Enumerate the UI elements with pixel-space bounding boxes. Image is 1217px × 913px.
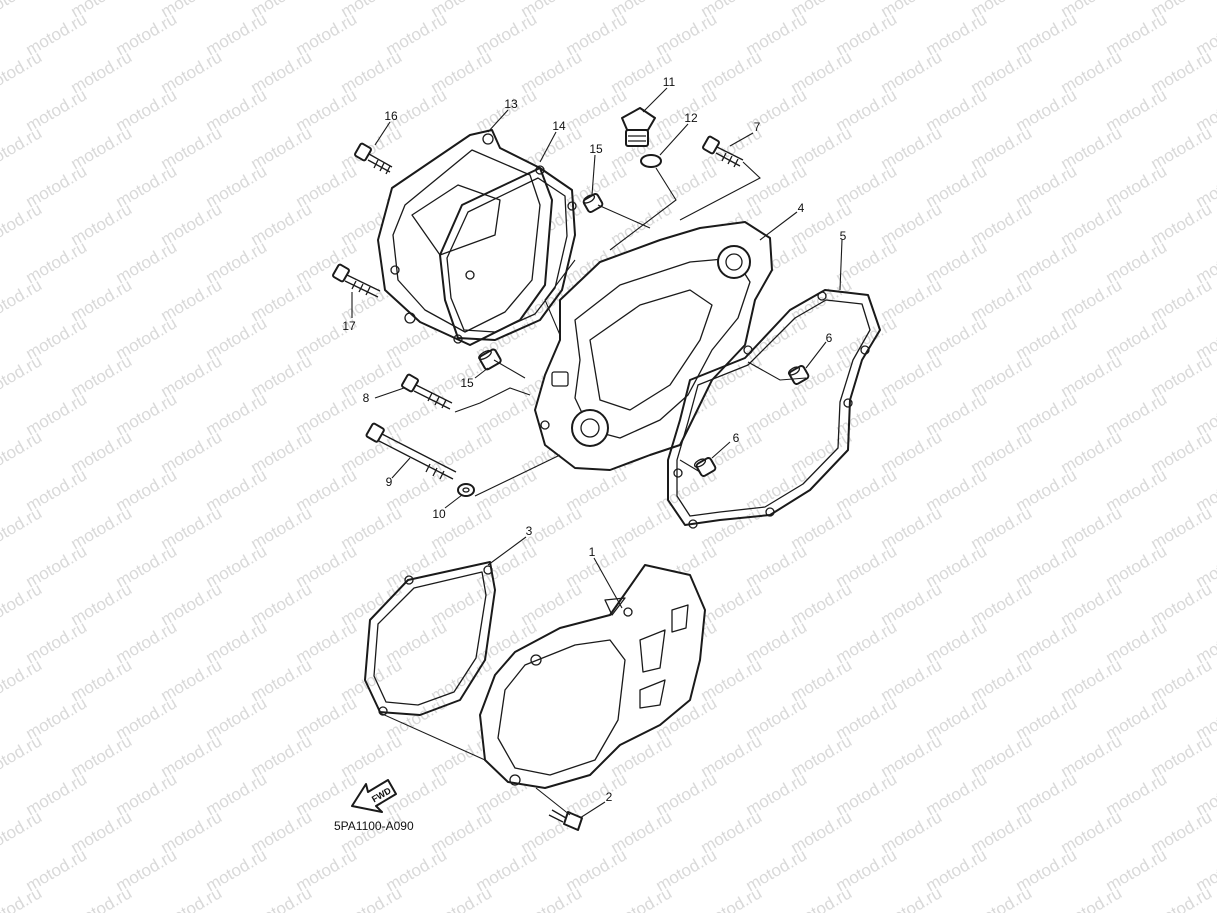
callout-5: 5 bbox=[840, 229, 847, 243]
part-1-ignition-cover bbox=[479, 564, 706, 789]
callout-10: 10 bbox=[432, 507, 446, 521]
callout-leaders bbox=[351, 87, 843, 819]
callout-15-upper: 15 bbox=[589, 142, 603, 156]
watermark-text: motod.ru bbox=[248, 883, 316, 913]
part-16-bolt bbox=[354, 142, 393, 175]
callout-15-lower: 15 bbox=[460, 376, 474, 390]
callout-6-lower: 6 bbox=[733, 431, 740, 445]
watermark-text: motod.ru bbox=[1148, 883, 1216, 913]
callout-labels: 1 2 3 4 5 6 6 7 8 9 10 11 12 13 14 15 15… bbox=[342, 75, 846, 804]
watermark-text: motod.ru bbox=[608, 883, 676, 913]
callout-3: 3 bbox=[526, 524, 533, 538]
callout-13: 13 bbox=[504, 97, 518, 111]
watermark-text: motod.ru bbox=[158, 883, 226, 913]
watermark-text: motod.ru bbox=[788, 883, 856, 913]
watermark-text: motod.ru bbox=[0, 579, 45, 629]
watermark-text: motod.ru bbox=[338, 883, 406, 913]
callout-8: 8 bbox=[363, 391, 370, 405]
part-15-dowel-upper bbox=[582, 193, 604, 213]
watermark-text: motod.ru bbox=[0, 807, 45, 857]
part-8-bolt bbox=[401, 373, 453, 410]
callout-11: 11 bbox=[663, 75, 676, 89]
watermark-text: motod.ru bbox=[878, 883, 946, 913]
forward-arrow-icon: FWD bbox=[351, 779, 397, 813]
callout-14: 14 bbox=[552, 119, 566, 133]
assembly-lines bbox=[379, 161, 807, 816]
callout-2: 2 bbox=[606, 790, 613, 804]
watermark-text: motod.ru bbox=[698, 883, 766, 913]
watermark-text: motod.ru bbox=[428, 883, 496, 913]
watermark-text: motod.ru bbox=[0, 655, 45, 705]
part-4-crankcase-cover bbox=[534, 221, 773, 471]
watermark-text: motod.ru bbox=[0, 731, 45, 781]
part-15-dowel-lower bbox=[478, 348, 502, 371]
part-11-plug bbox=[621, 107, 656, 147]
part-5-gasket bbox=[667, 289, 881, 529]
watermark-text: motod.ru bbox=[68, 883, 136, 913]
callout-17: 17 bbox=[342, 319, 356, 333]
watermark-text: motod.ru bbox=[0, 199, 45, 249]
diagram-code: 5PA1100-A090 bbox=[334, 819, 414, 833]
part-13-cover bbox=[377, 129, 553, 346]
watermark-text: motod.ru bbox=[0, 0, 45, 21]
watermark-text: motod.ru bbox=[0, 47, 45, 97]
callout-9: 9 bbox=[386, 475, 393, 489]
watermark-text: motod.ru bbox=[0, 123, 45, 173]
part-14-gasket bbox=[439, 165, 577, 344]
watermark-text: motod.ru bbox=[0, 427, 45, 477]
part-12-o-ring bbox=[640, 154, 662, 168]
watermark-text: motod.ru bbox=[518, 883, 586, 913]
part-17-bolt bbox=[332, 263, 381, 298]
watermark-text: motod.ru bbox=[968, 883, 1036, 913]
callout-7: 7 bbox=[754, 120, 761, 134]
part-2-screw bbox=[548, 809, 583, 831]
part-9-bolt bbox=[365, 422, 457, 480]
part-3-gasket bbox=[364, 561, 496, 716]
watermark-text: motod.ru bbox=[0, 351, 45, 401]
part-10-washer bbox=[457, 483, 475, 497]
watermark-text: motod.ru bbox=[1058, 883, 1126, 913]
watermark-text: motod.ru bbox=[0, 503, 45, 553]
callout-1: 1 bbox=[589, 545, 596, 559]
part-7-bolt bbox=[702, 135, 744, 168]
callout-6-upper: 6 bbox=[826, 331, 833, 345]
watermark-text: motod.ru bbox=[0, 275, 45, 325]
callout-12: 12 bbox=[684, 111, 698, 125]
callout-4: 4 bbox=[798, 201, 805, 215]
callout-16: 16 bbox=[384, 109, 398, 123]
